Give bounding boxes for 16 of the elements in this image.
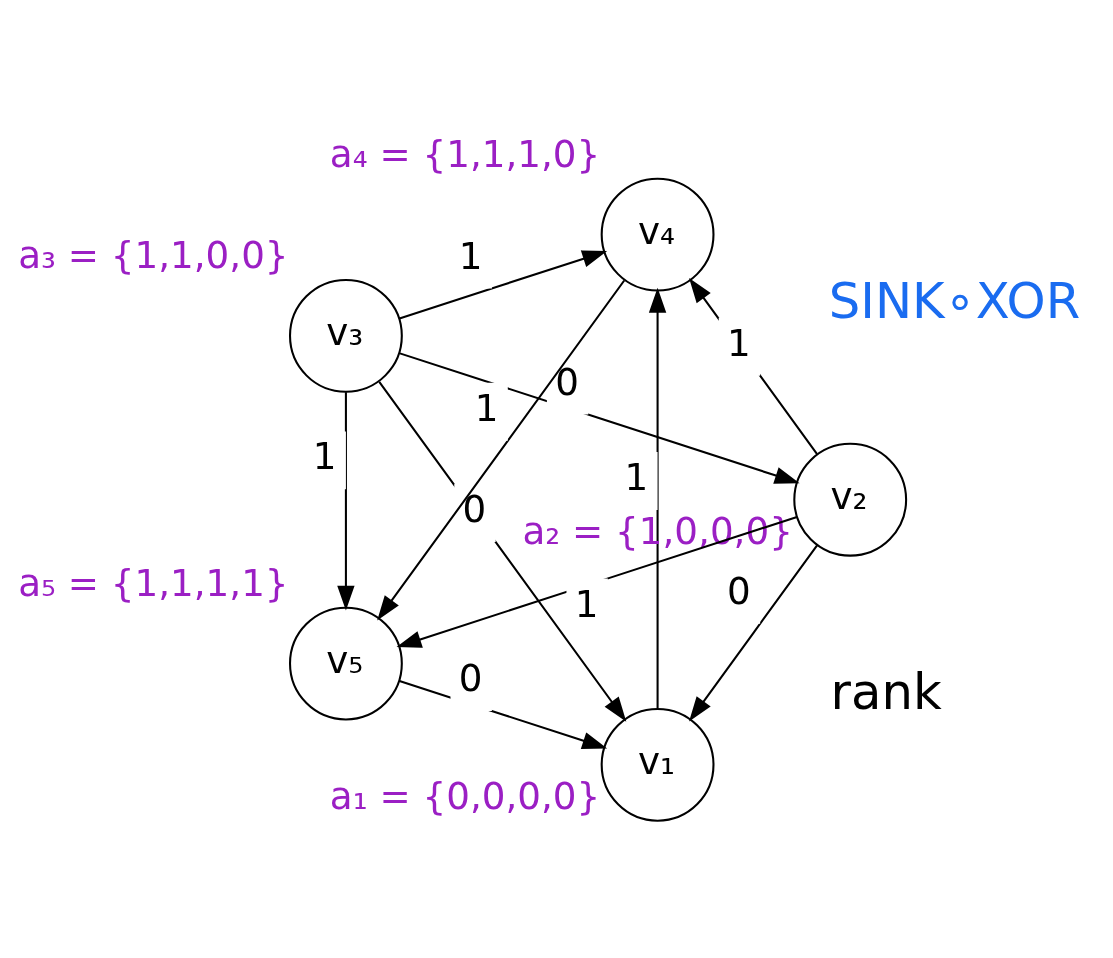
edge-label: 0 bbox=[727, 568, 751, 613]
label: rank bbox=[830, 663, 942, 722]
node-label: a₃ = {1,1,0,0} bbox=[18, 233, 289, 278]
edge-label: 1 bbox=[458, 233, 483, 278]
edge-label: 1 bbox=[474, 385, 499, 430]
node-label: a₁ = {0,0,0,0} bbox=[329, 774, 601, 819]
node-label: a₅ = {1,1,1,1} bbox=[18, 561, 289, 606]
edge-label: 1 bbox=[312, 434, 337, 479]
edge-label: 0 bbox=[462, 487, 487, 532]
edge-label: 1 bbox=[624, 455, 649, 500]
label: SINK∘XOR bbox=[828, 271, 1081, 330]
edge-label: 1 bbox=[727, 320, 751, 365]
edge-label: 0 bbox=[458, 656, 483, 701]
node-label: a₄ = {1,1,1,0} bbox=[329, 132, 601, 177]
edge-label: 1 bbox=[574, 581, 599, 626]
edge-label: 0 bbox=[555, 359, 579, 404]
